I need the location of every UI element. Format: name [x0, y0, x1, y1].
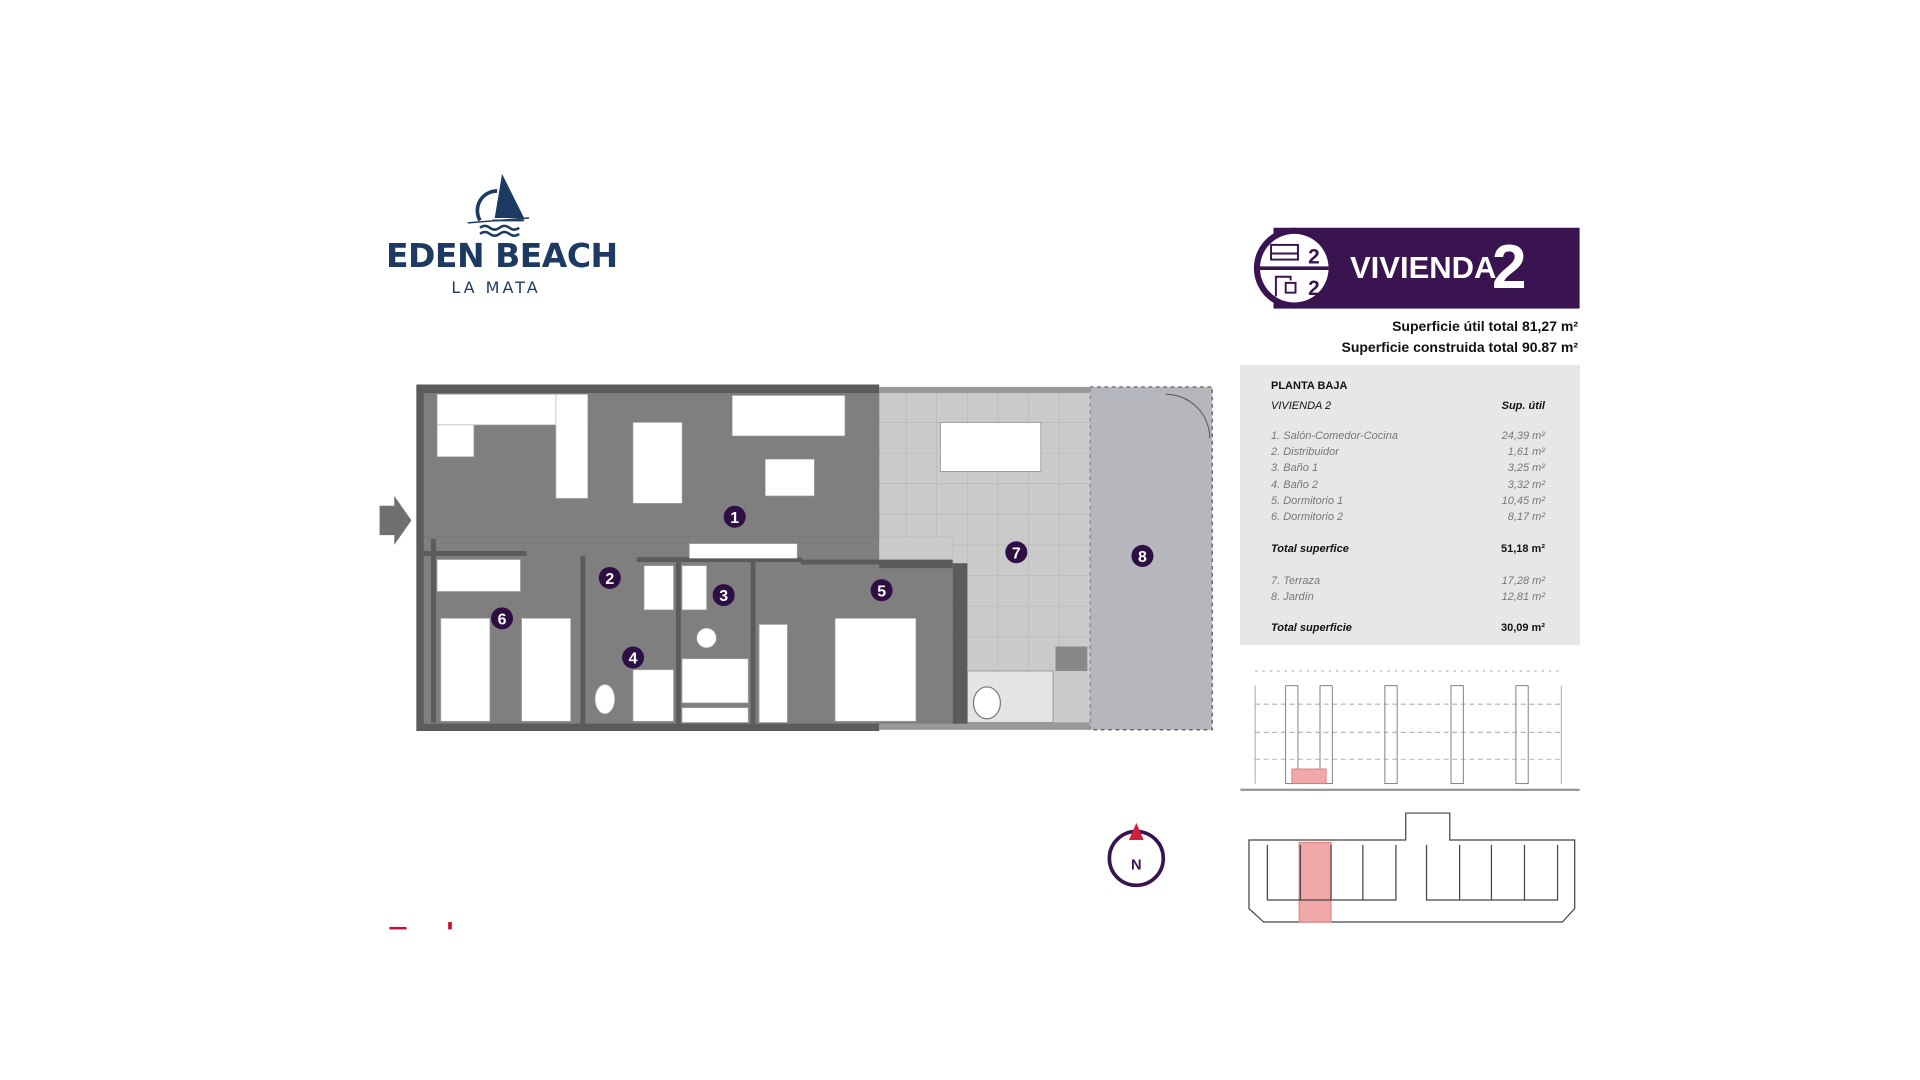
svg-text:4: 4 — [629, 651, 638, 668]
room-row-value: 3,32 m² — [1507, 479, 1545, 491]
useful-surface: Superficie útil total 81,27 m² — [1392, 318, 1578, 334]
unit-number: 2 — [1492, 233, 1527, 302]
room-7-marker: 7 — [1005, 541, 1028, 564]
room-2-marker: 2 — [598, 566, 621, 589]
room-row-value: 3,25 m² — [1507, 462, 1545, 474]
svg-text:2: 2 — [605, 571, 614, 588]
built-surface: Superficie construida total 90.87 m² — [1341, 339, 1578, 355]
room-row-label: 4. Baño 2 — [1271, 479, 1319, 491]
room-row-value: 24,39 m² — [1501, 430, 1545, 442]
room-1-marker: 1 — [723, 505, 746, 528]
furniture — [436, 393, 917, 723]
shower-icon — [1274, 275, 1297, 297]
room-row-value: 8,17 m² — [1507, 511, 1545, 523]
room-row-value: 1,61 m² — [1507, 446, 1545, 458]
outdoor-row-value: 12,81 m² — [1501, 591, 1545, 603]
logo-title: EDEN BEACH — [386, 236, 618, 275]
outdoor-table — [940, 422, 1042, 472]
north-compass-icon: N — [1107, 822, 1166, 888]
room-row-label: 5. Dormitorio 1 — [1271, 495, 1344, 507]
floor-label: PLANTA BAJA — [1271, 380, 1348, 392]
unit-highlight-elevation — [1291, 768, 1327, 785]
bathroom-count: 2 — [1308, 277, 1320, 300]
svg-text:6: 6 — [498, 611, 507, 628]
room-row-label: 2. Distribuidor — [1271, 446, 1339, 458]
red-text-fragment — [389, 926, 407, 930]
room-3-marker: 3 — [712, 584, 735, 607]
floor-plan — [379, 384, 1213, 732]
room-row-label: 1. Salón-Comedor-Cocina — [1271, 430, 1398, 442]
outdoor-row-label: 8. Jardín — [1271, 591, 1314, 603]
sailboat-icon — [467, 173, 530, 237]
bed-icon — [1270, 243, 1299, 261]
svg-text:N: N — [1131, 857, 1142, 873]
room-row-value: 10,45 m² — [1501, 495, 1545, 507]
unit-highlight-site — [1298, 841, 1332, 923]
total-outdoor-value: 30,09 m² — [1500, 622, 1545, 634]
building-elevation — [1240, 670, 1580, 792]
total-interior-label: Total superfice — [1271, 543, 1349, 555]
bedroom-count: 2 — [1308, 245, 1320, 268]
unit-label: VIVIENDA 2 — [1271, 400, 1332, 412]
svg-text:5: 5 — [877, 583, 886, 600]
outdoor-row-label: 7. Terraza — [1271, 575, 1321, 587]
surface-table — [1240, 365, 1580, 645]
room-4-marker: 4 — [622, 646, 645, 669]
room-6-marker: 6 — [491, 607, 514, 630]
column-header: Sup. útil — [1501, 400, 1545, 412]
outdoor-row-value: 17,28 m² — [1501, 575, 1545, 587]
room-row-label: 3. Baño 1 — [1271, 462, 1319, 474]
arrow-right-icon — [379, 495, 412, 545]
room-8-marker: 8 — [1131, 544, 1154, 567]
svg-text:1: 1 — [730, 510, 739, 527]
unit-title: VIVIENDA — [1350, 250, 1497, 285]
total-interior-value: 51,18 m² — [1500, 543, 1545, 555]
svg-text:3: 3 — [719, 588, 728, 605]
room-row-label: 6. Dormitorio 2 — [1271, 511, 1344, 523]
svg-text:7: 7 — [1012, 545, 1021, 562]
room-5-marker: 5 — [870, 579, 893, 602]
total-outdoor-label: Total superficie — [1271, 622, 1352, 634]
site-plan — [1248, 812, 1576, 923]
svg-text:8: 8 — [1138, 549, 1147, 566]
logo-subtitle: LA MATA — [451, 278, 541, 297]
